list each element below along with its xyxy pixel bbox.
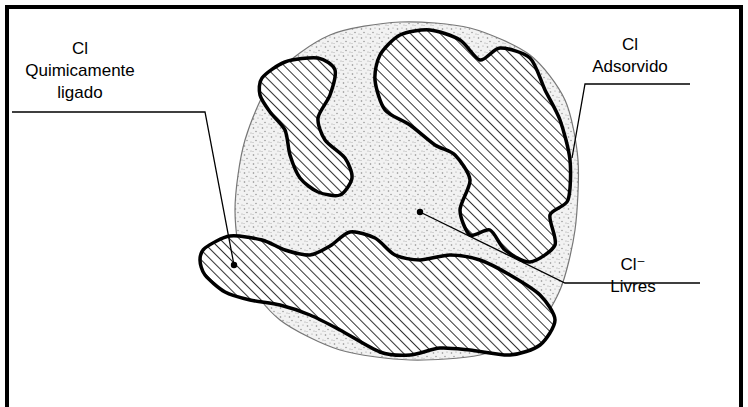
callout-label: Cl Adsorvido xyxy=(592,34,668,78)
callout-label-box: Cl Adsorvido xyxy=(592,34,668,78)
callout-label-box: Cl Quimicamente ligado xyxy=(25,38,135,104)
frame xyxy=(7,7,741,407)
leader-line xyxy=(12,112,234,265)
hatched-region xyxy=(200,232,555,355)
hatched-region xyxy=(375,30,571,262)
leader-dot xyxy=(231,262,237,268)
callout-label-box: Cl⁻ Livres xyxy=(610,254,655,298)
leader-dot xyxy=(417,209,423,215)
hatched-region xyxy=(259,58,352,196)
leader-line xyxy=(420,212,700,283)
callout-label: Cl⁻ Livres xyxy=(610,254,655,298)
leader-line xyxy=(572,84,690,158)
callout-label: Cl Quimicamente ligado xyxy=(25,38,135,104)
